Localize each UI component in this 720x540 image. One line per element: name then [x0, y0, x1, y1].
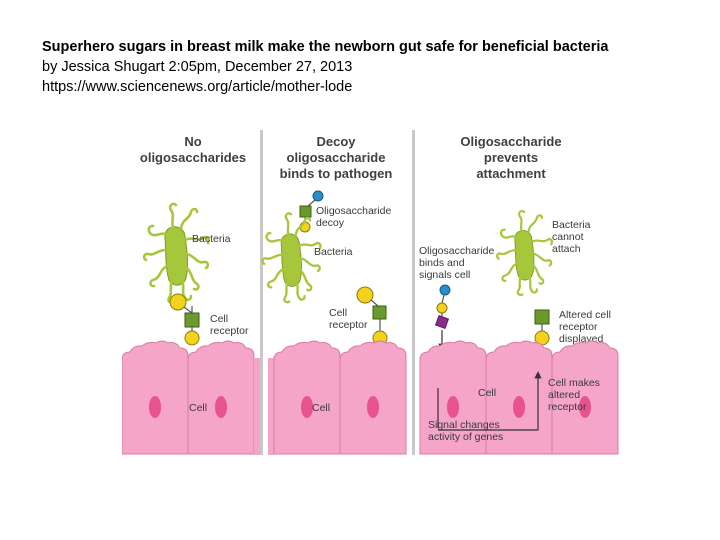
receptor-label-line-1: Cell [329, 307, 347, 319]
bacteria-icon [144, 204, 208, 303]
cell-makes-label-line-1: Cell makes [548, 377, 600, 389]
panel-2-heading-line-3: binds to pathogen [280, 166, 393, 181]
article-header: Superhero sugars in breast milk make the… [42, 37, 692, 97]
panel-divider [260, 130, 263, 455]
altered-receptor-label-line-1: Altered cell [559, 309, 611, 321]
panel-2-heading-line-2: oligosaccharide [287, 150, 386, 165]
signal-label-line-1: Signal changes [428, 419, 500, 431]
bacteria-cannot-attach-line-3: attach [552, 243, 581, 255]
cell-label: Cell [478, 387, 496, 399]
cell-label: Cell [312, 402, 330, 414]
altered-receptor-label-line-2: receptor [559, 321, 598, 333]
oligosaccharide-figure: No oligosaccharides Bacteria Cell recept… [122, 130, 628, 455]
receptor-icon [170, 294, 199, 345]
decoy-label-line-1: Oligosaccharide [316, 205, 391, 217]
panel-1-heading-line-2: oligosaccharides [140, 150, 246, 165]
receptor-icon [357, 287, 387, 345]
bacteria-cannot-attach-line-2: cannot [552, 231, 584, 243]
bacteria-label: Bacteria [314, 246, 353, 258]
receptor-label-line-2: receptor [210, 325, 249, 337]
article-title: Superhero sugars in breast milk make the… [42, 37, 692, 57]
panel-3-heading-line-3: attachment [476, 166, 546, 181]
panel-oligosaccharide-prevents-attachment: Oligosaccharide prevents attachment Bact… [419, 134, 618, 454]
panel-no-oligosaccharides: No oligosaccharides Bacteria Cell recept… [122, 134, 260, 455]
receptor-label-line-2: receptor [329, 319, 368, 331]
cell-makes-label-line-3: receptor [548, 401, 587, 413]
cell-row [122, 341, 260, 455]
cell-label: Cell [189, 402, 207, 414]
panel-2-heading-line-1: Decoy [316, 134, 356, 149]
receptor-icon [535, 310, 549, 345]
panel-3-heading-line-2: prevents [484, 150, 538, 165]
binds-label-line-1: Oligosaccharide [419, 245, 494, 257]
bacteria-label: Bacteria [192, 233, 231, 245]
panel-divider [412, 130, 415, 455]
binds-label-line-3: signals cell [419, 269, 470, 281]
oligosaccharide-icon [436, 285, 450, 348]
signal-label-line-2: activity of genes [428, 431, 503, 443]
cell-row [268, 341, 406, 455]
bacteria-icon [263, 213, 321, 302]
panel-1-heading-line-1: No [184, 134, 201, 149]
decoy-label-line-2: decoy [316, 217, 345, 229]
article-byline: by Jessica Shugart 2:05pm, December 27, … [42, 57, 692, 77]
panel-3-heading-line-1: Oligosaccharide [460, 134, 561, 149]
article-url[interactable]: https://www.sciencenews.org/article/moth… [42, 77, 692, 97]
binds-label-line-2: binds and [419, 257, 465, 269]
bacteria-icon [497, 211, 552, 295]
bacteria-cannot-attach-line-1: Bacteria [552, 219, 591, 231]
cell-makes-label-line-2: altered [548, 389, 580, 401]
receptor-label-line-1: Cell [210, 313, 228, 325]
panel-decoy-oligosaccharide: Decoy oligosaccharide binds to pathogen … [263, 134, 406, 455]
